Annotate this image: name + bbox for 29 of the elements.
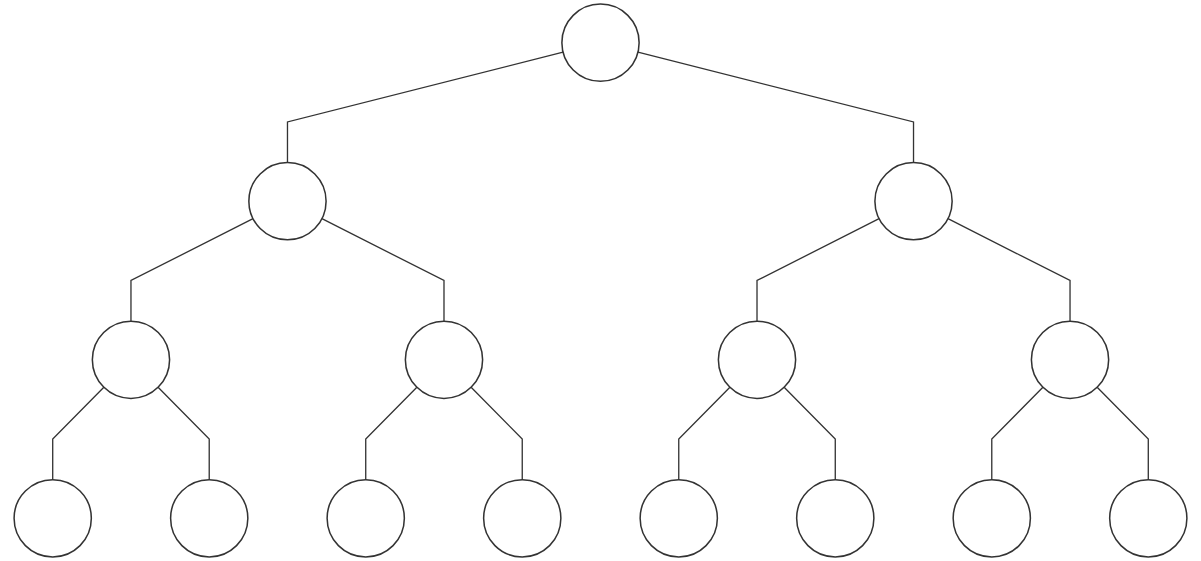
connector bbox=[1096, 386, 1149, 481]
node-circle bbox=[13, 478, 93, 558]
node-circle bbox=[952, 478, 1032, 558]
connector bbox=[130, 218, 254, 322]
connector bbox=[637, 51, 915, 164]
connector bbox=[756, 218, 880, 322]
node-circle bbox=[404, 320, 484, 400]
connector bbox=[947, 218, 1071, 322]
node-circle bbox=[326, 478, 406, 558]
connector bbox=[286, 51, 564, 164]
connector bbox=[52, 386, 105, 481]
connector bbox=[783, 386, 836, 481]
node-circle bbox=[874, 161, 953, 241]
node-circle bbox=[561, 3, 640, 83]
node-circle bbox=[639, 478, 719, 558]
node-circle bbox=[795, 478, 875, 558]
connector bbox=[157, 386, 210, 481]
node-circle bbox=[91, 320, 171, 400]
connector bbox=[991, 386, 1044, 481]
connector bbox=[470, 386, 523, 481]
node-circle bbox=[717, 320, 797, 400]
node-circle bbox=[1108, 478, 1188, 558]
connector bbox=[365, 386, 418, 481]
node-circle bbox=[169, 478, 249, 558]
connector bbox=[321, 218, 445, 322]
node-circle bbox=[248, 161, 327, 241]
node-circle bbox=[1030, 320, 1110, 400]
node-circle bbox=[482, 478, 562, 558]
connector bbox=[678, 386, 731, 481]
